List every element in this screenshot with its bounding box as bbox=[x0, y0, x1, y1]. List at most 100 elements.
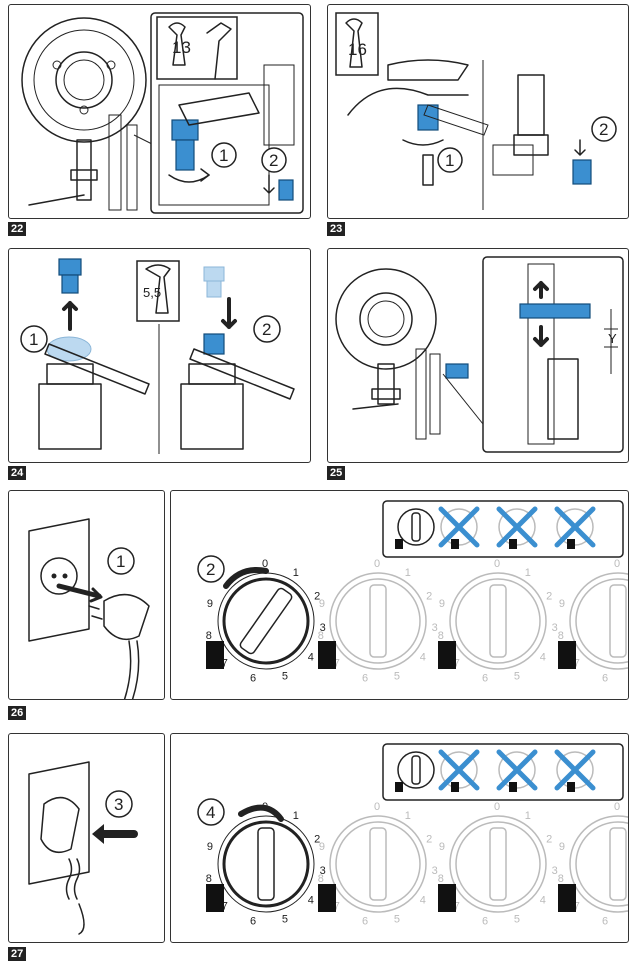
knob-scale-label: 8 bbox=[206, 873, 212, 885]
knob-scale-label: 4 bbox=[308, 895, 314, 907]
mini-marker bbox=[509, 782, 517, 792]
wrench-tag-13 bbox=[156, 16, 238, 80]
knob-scale-label: 2 bbox=[314, 591, 320, 603]
knob-scale-label: 8 bbox=[318, 630, 324, 642]
knob-scale-label: 2 bbox=[426, 834, 432, 846]
svg-text:1: 1 bbox=[219, 146, 228, 165]
knob-scale-label: 1 bbox=[293, 810, 299, 822]
knob-scale-label: 4 bbox=[540, 895, 546, 907]
knob-scale-label: 2 bbox=[546, 834, 552, 846]
knob-scale-label: 2 bbox=[426, 591, 432, 603]
knob-scale-label: 1 bbox=[405, 567, 411, 579]
svg-text:2: 2 bbox=[599, 120, 608, 139]
knob-scale-label: 3 bbox=[320, 622, 326, 634]
knob-scale-label: 8 bbox=[558, 630, 564, 642]
figure-number-27: 27 bbox=[8, 947, 27, 961]
wrench-size-5-5: 5,5 bbox=[143, 285, 161, 300]
knob-marker bbox=[206, 884, 224, 912]
knob-scale-label: 7 bbox=[454, 658, 460, 670]
wrench-tag-16 bbox=[335, 12, 379, 76]
knob-scale-label: 4 bbox=[540, 652, 546, 664]
illustration-fig-25: Y bbox=[335, 256, 624, 453]
knob-scale-label: 7 bbox=[574, 658, 580, 670]
wrench-size-13: 13 bbox=[172, 38, 191, 57]
knob-marker bbox=[438, 641, 456, 669]
knob-scale-label: 8 bbox=[438, 630, 444, 642]
knob-scale-label: 7 bbox=[222, 901, 228, 913]
mini-knob-active bbox=[397, 508, 435, 546]
cross-mark-icon bbox=[496, 506, 538, 548]
knob-scale-label: 4 bbox=[420, 895, 426, 907]
knob-marker bbox=[206, 641, 224, 669]
svg-text:2: 2 bbox=[269, 151, 278, 170]
mini-marker bbox=[451, 539, 459, 549]
knob-scale-label: 9 bbox=[207, 841, 213, 853]
illustration-knobs-off: 0123456789012345678901234567890123456789… bbox=[197, 500, 628, 685]
knob-scale-label: 7 bbox=[334, 901, 340, 913]
step-number: 4 bbox=[206, 803, 215, 822]
knob-scale-label: 9 bbox=[439, 841, 445, 853]
mini-marker bbox=[509, 539, 517, 549]
step-badge-23-1 bbox=[437, 147, 463, 173]
knob-scale-label: 7 bbox=[222, 658, 228, 670]
illustration-fig-23: 16 1 2 bbox=[335, 12, 617, 210]
knob-scale-label: 7 bbox=[454, 901, 460, 913]
knob-scale-label: 9 bbox=[319, 841, 325, 853]
mini-marker bbox=[567, 539, 575, 549]
knob-scale-label: 0 bbox=[374, 801, 380, 813]
knob-scale-label: 3 bbox=[552, 865, 558, 877]
illustration-fig-22: 13 1 2 bbox=[21, 12, 304, 214]
knob-scale-label: 8 bbox=[206, 630, 212, 642]
knob-scale-label: 6 bbox=[602, 916, 608, 928]
knob-scale-label: 9 bbox=[559, 598, 565, 610]
knob-scale-label: 6 bbox=[250, 916, 256, 928]
knob-scale-label: 1 bbox=[293, 567, 299, 579]
knob-scale-label: 9 bbox=[319, 598, 325, 610]
step-badge-23-2 bbox=[591, 116, 617, 142]
knob-scale-label: 3 bbox=[432, 622, 438, 634]
step-badge-p27_4 bbox=[197, 798, 225, 826]
knob-marker bbox=[558, 884, 576, 912]
knob-marker bbox=[318, 641, 336, 669]
mini-marker bbox=[395, 539, 403, 549]
step-badge-24-1 bbox=[20, 325, 48, 353]
panel-fig-22: 13 1 2 bbox=[8, 4, 311, 219]
step-badge-26-1 bbox=[107, 547, 135, 575]
knob-scale-label: 6 bbox=[482, 916, 488, 928]
knob-scale-label: 6 bbox=[482, 673, 488, 685]
knob-scale-label: 0 bbox=[494, 801, 500, 813]
knob-scale-label: 7 bbox=[334, 658, 340, 670]
knob-scale-label: 2 bbox=[314, 834, 320, 846]
step-badge-p26_2 bbox=[197, 555, 225, 583]
knob-scale-label: 8 bbox=[318, 873, 324, 885]
svg-text:3: 3 bbox=[114, 795, 123, 814]
knob-scale-label: 5 bbox=[394, 914, 400, 926]
knob-scale-label: 6 bbox=[602, 673, 608, 685]
knob-scale-label: 7 bbox=[574, 901, 580, 913]
figure-number-23: 23 bbox=[327, 222, 346, 236]
knob-scale-label: 3 bbox=[552, 622, 558, 634]
knob-scale-label: 3 bbox=[320, 865, 326, 877]
knob-scale-label: 8 bbox=[558, 873, 564, 885]
knob-scale-label: 9 bbox=[207, 598, 213, 610]
knob-scale-label: 2 bbox=[546, 591, 552, 603]
svg-text:1: 1 bbox=[445, 151, 454, 170]
knob-scale-label: 5 bbox=[514, 914, 520, 926]
panel-fig-27-plug: 3 bbox=[8, 733, 165, 943]
knob-scale-label: 1 bbox=[405, 810, 411, 822]
illustration-unplug: 1 bbox=[28, 518, 150, 699]
panel-fig-24: 1 5,5 2 bbox=[8, 248, 311, 463]
knob-scale-label: 1 bbox=[525, 567, 531, 579]
knob-scale-label: 4 bbox=[308, 652, 314, 664]
svg-text:1: 1 bbox=[29, 330, 38, 349]
step-badge-22-1 bbox=[211, 142, 237, 168]
rotate-arrow-icon bbox=[238, 804, 284, 822]
step-badge-27-3 bbox=[105, 790, 133, 818]
mini-marker bbox=[395, 782, 403, 792]
